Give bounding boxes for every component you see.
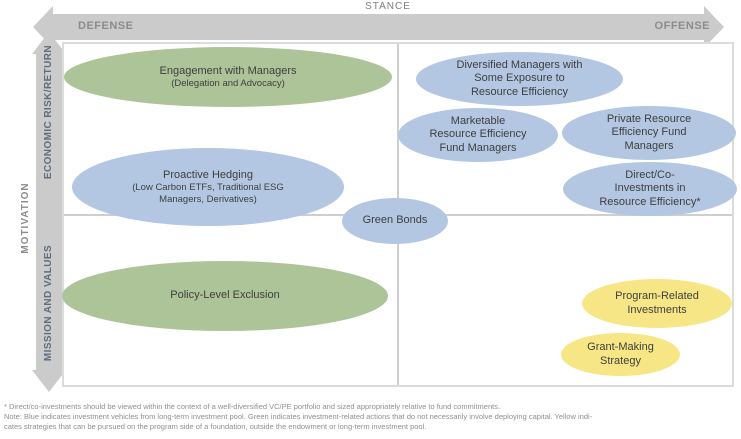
bubble-label: Program-Related Investments [615,290,699,316]
bubble-proactive-hedging: Proactive Hedging (Low Carbon ETFs, Trad… [72,148,344,226]
stance-arrow-bar [52,14,704,40]
bubble-sublabel: (Delegation and Advocacy) [171,77,285,89]
bubble-grant-making-strategy: Grant-Making Strategy [561,333,680,376]
bubble-marketable-resource-efficiency-fund-managers: Marketable Resource Efficiency Fund Mana… [398,108,558,162]
offense-label: OFFENSE [654,20,710,32]
motivation-arrow-bar [36,54,62,370]
bubble-diversified-managers: Diversified Managers with Some Exposure … [416,52,623,106]
motivation-axis-title: MOTIVATION [20,182,31,254]
stance-arrow-right-head-icon [704,6,724,48]
bubble-policy-level-exclusion: Policy-Level Exclusion [62,261,388,331]
bubble-label: Diversified Managers with Some Exposure … [456,59,583,98]
stance-axis-title: STANCE [365,1,411,12]
economic-risk-return-label: ECONOMIC RISK/RETURN [43,44,54,180]
motivation-arrow-bottom-head-icon [32,370,66,392]
bubble-program-related-investments: Program-Related Investments [582,279,732,328]
bubble-label: Engagement with Managers [159,64,297,77]
bubble-label: Private Resource Efficiency Fund Manager… [606,113,692,152]
bubble-direct-co-investments: Direct/Co- Investments in Resource Effic… [563,162,737,216]
bubble-label: Proactive Hedging [163,169,253,182]
defense-label: DEFENSE [78,20,134,32]
bubble-label: Grant-Making Strategy [587,341,654,367]
bubble-label: Green Bonds [362,214,428,227]
footnotes: * Direct/co-investments should be viewed… [4,402,739,432]
bubble-green-bonds: Green Bonds [342,198,448,244]
footnote-line-2: Note: Blue indicates investment vehicles… [4,412,593,421]
mission-and-values-label: MISSION AND VALUES [43,244,54,362]
bubble-label: Marketable Resource Efficiency Fund Mana… [429,115,527,154]
motivation-arrow-top-head-icon [32,32,66,54]
bubble-label: Policy-Level Exclusion [170,289,280,302]
bubble-sublabel: (Low Carbon ETFs, Traditional ESG Manage… [132,182,284,205]
footnote-line-1: * Direct/co-investments should be viewed… [4,402,501,411]
footnote-line-3: cates strategies that can be pursued on … [4,422,427,431]
bubble-engagement-with-managers: Engagement with Managers (Delegation and… [64,47,392,107]
bubble-private-resource-efficiency-fund-managers: Private Resource Efficiency Fund Manager… [562,106,736,160]
bubble-label: Direct/Co- Investments in Resource Effic… [599,169,701,208]
